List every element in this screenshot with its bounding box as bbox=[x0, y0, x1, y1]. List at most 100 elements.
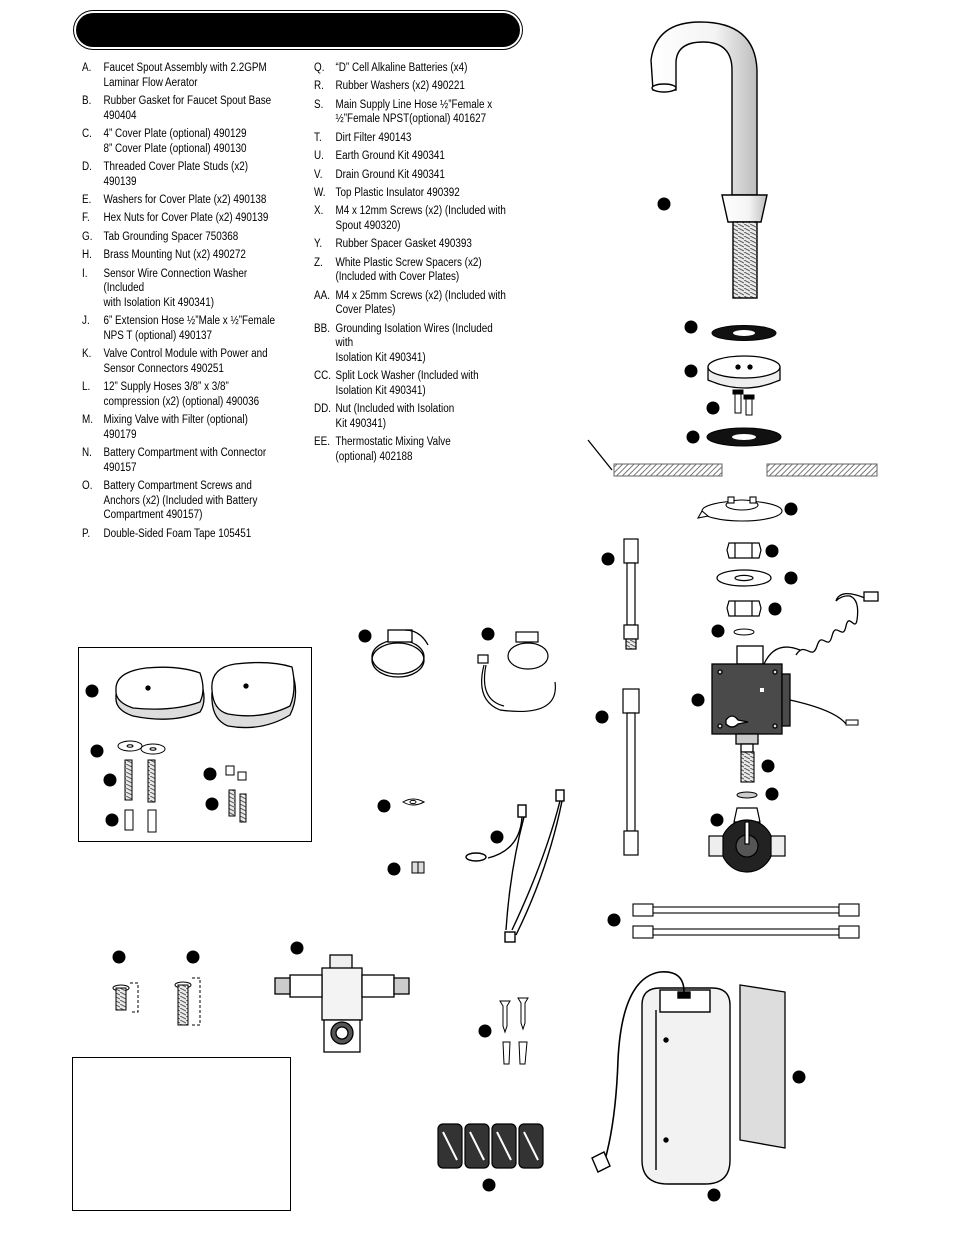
part-key: M. bbox=[82, 414, 93, 427]
part-description: Battery Compartment with Connector 49015… bbox=[103, 447, 267, 474]
callout-dot-gasket bbox=[684, 320, 698, 334]
countertop-section bbox=[587, 439, 878, 477]
battery-compartment-screws bbox=[499, 997, 529, 1065]
white-plastic-screw-spacers bbox=[225, 765, 247, 781]
part-key: U. bbox=[314, 150, 324, 163]
parts-list-left: A.Faucet Spout Assembly with 2.2GPM Lami… bbox=[82, 61, 276, 545]
valve-control-module bbox=[711, 645, 859, 753]
cover-plate-hex-nuts bbox=[124, 809, 157, 833]
part-key: B. bbox=[82, 94, 92, 107]
callout-dot-rubber-washer bbox=[765, 787, 779, 801]
callout-dot-supply-hoses bbox=[607, 913, 621, 927]
callout-dot-washer bbox=[784, 571, 798, 585]
part-item: R.Rubber Washers (x2) 490221 bbox=[314, 79, 508, 94]
callout-dot-nut-bottom bbox=[768, 602, 782, 616]
part-item: DD.Nut (Included with Isolation Kit 4903… bbox=[314, 402, 508, 431]
part-item: K.Valve Control Module with Power and Se… bbox=[82, 347, 276, 376]
part-item: P.Double-Sided Foam Tape 105451 bbox=[82, 527, 276, 542]
callout-dot-battery-compartment bbox=[707, 1188, 721, 1202]
supply-hoses-12in bbox=[632, 903, 860, 939]
part-description: Thermostatic Mixing Valve (optional) 402… bbox=[335, 436, 451, 463]
part-key: I. bbox=[82, 267, 88, 280]
part-item: E. Washers for Cover Plate (x2) 490138 bbox=[82, 193, 276, 208]
dirt-filter bbox=[740, 751, 755, 783]
part-key: F. bbox=[82, 212, 90, 225]
part-description: Split Lock Washer (Included with Isolati… bbox=[335, 370, 479, 397]
part-description: M4 x 12mm Screws (x2) (Included with Spo… bbox=[335, 205, 506, 232]
part-item: T.Dirt Filter 490143 bbox=[314, 131, 508, 146]
part-key: S. bbox=[314, 98, 324, 111]
callout-dot-isolation-nut bbox=[387, 862, 401, 876]
flat-washer bbox=[716, 569, 772, 587]
part-item: V. Drain Ground Kit 490341 bbox=[314, 168, 508, 183]
part-description: Top Plastic Insulator 490392 bbox=[335, 186, 460, 199]
part-description: Drain Ground Kit 490341 bbox=[335, 168, 445, 181]
mixing-valve-right bbox=[708, 807, 786, 873]
part-key: J. bbox=[82, 315, 90, 328]
m4-25mm-screws bbox=[228, 789, 247, 823]
part-key: L. bbox=[82, 381, 91, 394]
part-item: M.Mixing Valve with Filter (optional) 49… bbox=[82, 413, 276, 442]
part-description: Dirt Filter 490143 bbox=[335, 131, 412, 144]
tab-grounding-spacer bbox=[696, 496, 783, 522]
part-key: E. bbox=[82, 193, 92, 206]
part-item: B. Rubber Gasket for Faucet Spout Base 49… bbox=[82, 94, 276, 123]
part-key: O. bbox=[82, 480, 93, 492]
part-item: J.6” Extension Hose ½”Male x ½”Female NP… bbox=[82, 314, 276, 343]
part-description: Rubber Gasket for Faucet Spout Base 4904… bbox=[103, 94, 272, 122]
part-item: N.Battery Compartment with Connector 490… bbox=[82, 446, 276, 475]
callout-dot-hex-nuts bbox=[105, 813, 119, 827]
part-description: Main Supply Line Hose ½”Female x ½”Femal… bbox=[335, 98, 493, 126]
part-key: Q. bbox=[314, 62, 325, 74]
callout-dot-spacer-gasket bbox=[686, 430, 700, 444]
battery-compartment bbox=[591, 971, 731, 1185]
part-description: Battery Compartment Screws and Anchors (… bbox=[103, 480, 258, 522]
callout-dot-earth-ground bbox=[358, 629, 372, 643]
part-item: BB.Grounding Isolation Wires (Included w… bbox=[314, 322, 508, 366]
callout-dot-insulator bbox=[684, 364, 698, 378]
callout-dot-tab-spacer bbox=[784, 502, 798, 516]
cover-plate-washers bbox=[117, 740, 166, 755]
d-cell-batteries bbox=[437, 1123, 544, 1169]
part-key: X. bbox=[314, 205, 324, 218]
part-key: W. bbox=[314, 186, 326, 199]
part-item: X. M4 x 12mm Screws (x2) (Included with S… bbox=[314, 204, 508, 233]
callout-dot-batteries bbox=[482, 1178, 496, 1192]
part-description: Tab Grounding Spacer 750368 bbox=[103, 230, 239, 243]
part-description: White Plastic Screw Spacers (x2) (Includ… bbox=[335, 256, 482, 284]
callout-dot-lock-washer bbox=[711, 624, 725, 638]
callout-dot-short-screw bbox=[112, 950, 126, 964]
part-key: G. bbox=[82, 230, 93, 243]
foam-tape bbox=[739, 984, 786, 1149]
callout-dot-mixing-valve bbox=[710, 813, 724, 827]
part-description: Rubber Spacer Gasket 490393 bbox=[335, 238, 472, 251]
part-key: Y. bbox=[314, 238, 323, 251]
callout-dot-screws bbox=[706, 401, 720, 415]
part-key: D. bbox=[82, 160, 92, 173]
cover-plate-inset-box bbox=[78, 647, 312, 842]
callout-dot-spout bbox=[657, 197, 671, 211]
part-item: A.Faucet Spout Assembly with 2.2GPM Lami… bbox=[82, 61, 276, 90]
spout-screw-long bbox=[174, 977, 201, 1026]
callout-dot-thermostatic-valve bbox=[290, 941, 304, 955]
part-item: U.Earth Ground Kit 490341 bbox=[314, 149, 508, 164]
brass-mounting-nut-top bbox=[726, 542, 762, 559]
part-key: V. bbox=[314, 168, 323, 181]
thermostatic-mixing-valve bbox=[274, 954, 410, 1053]
part-description: M4 x 25mm Screws (x2) (Included with Cov… bbox=[335, 289, 506, 317]
part-description: Rubber Washers (x2) 490221 bbox=[335, 80, 465, 93]
isolation-nut bbox=[411, 861, 425, 874]
part-item: CC.Split Lock Washer (Included with Isol… bbox=[314, 369, 508, 398]
callout-dot-supply-hose bbox=[595, 710, 609, 724]
part-item: D.Threaded Cover Plate Studs (x2) 490139 bbox=[82, 160, 276, 189]
part-item: S. Main Supply Line Hose ½”Female x ½”Fem… bbox=[314, 98, 508, 127]
callout-dot-cover-washers bbox=[90, 744, 104, 758]
coiled-sensor-cord bbox=[763, 591, 879, 665]
part-description: Washers for Cover Plate (x2) 490138 bbox=[103, 193, 267, 206]
part-description: Sensor Wire Connection Washer (Included … bbox=[103, 267, 248, 309]
part-description: Valve Control Module with Power and Sens… bbox=[103, 348, 268, 375]
part-item: EE.Thermostatic Mixing Valve (optional) … bbox=[314, 435, 508, 464]
part-description: Nut (Included with Isolation Kit 490341) bbox=[335, 403, 455, 430]
